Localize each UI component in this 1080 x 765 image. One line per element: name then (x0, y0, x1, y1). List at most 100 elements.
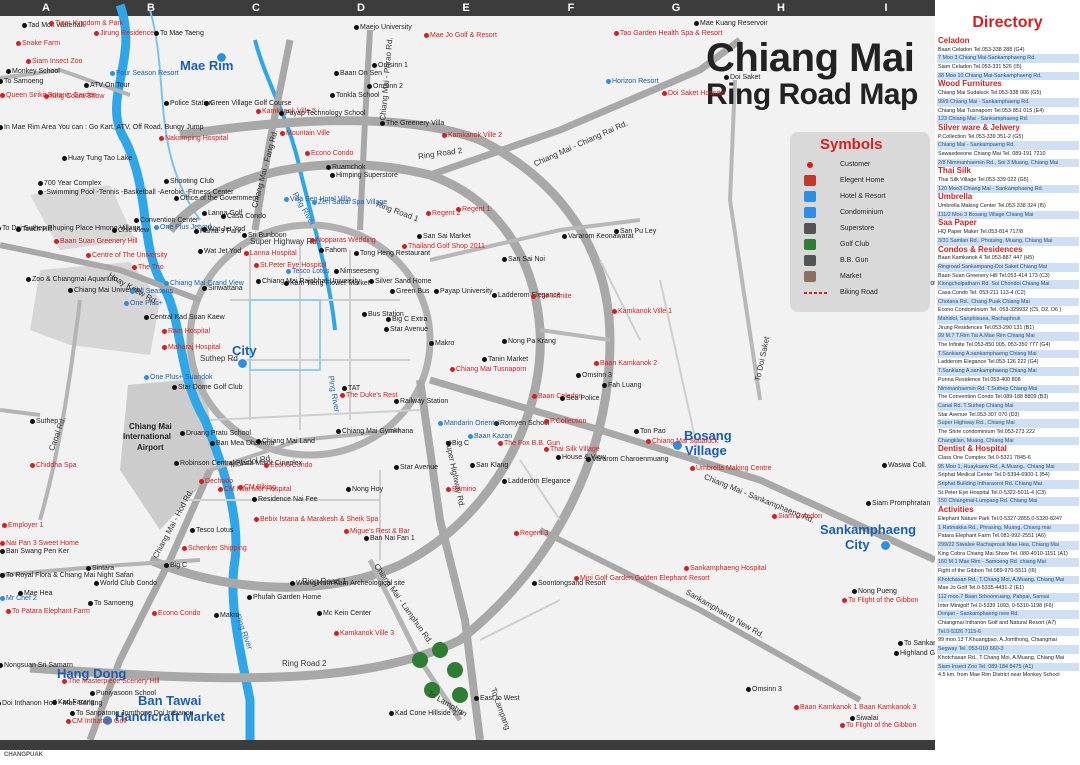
directory-entry[interactable]: 112 moo.7 Baan Srboonruang, Pahpai, Sans… (937, 593, 1079, 602)
ban-tawai-marker[interactable] (102, 715, 113, 726)
place-marker-icon[interactable] (456, 207, 461, 212)
place-label[interactable]: To Flight of the Gibbon (848, 597, 919, 604)
place-label[interactable]: Chiang Mai Grand View (170, 280, 244, 287)
directory-entry[interactable]: 99/9 Chiang Mai - Sankamphaeng Rd. (937, 97, 1079, 107)
place-label[interactable]: Himping Superstore (336, 172, 398, 179)
place-marker-icon[interactable] (330, 93, 335, 98)
place-marker-icon[interactable] (254, 517, 259, 522)
place-label[interactable]: Mae Kuang Reservoir (700, 20, 768, 27)
directory-entry[interactable]: Sawasdeeone Chiang Mai Tel. 089-191 7210 (938, 150, 1046, 157)
place-marker-icon[interactable] (110, 71, 115, 76)
place-label[interactable]: In Mae Rim Area You can : Go Kart, ATV, … (4, 124, 204, 131)
place-marker-icon[interactable] (214, 613, 219, 618)
place-label[interactable]: Chiang Mai Rajabhat University (262, 278, 361, 285)
directory-entry[interactable]: Chiang Mai Tusnaporn Tel.053-851 015 (E4… (938, 107, 1044, 114)
place-label[interactable]: To Sanpatong Jomthong Doi Inthanon (76, 710, 194, 717)
place-label[interactable]: Villa Sen Hotel Villa (290, 196, 351, 203)
place-label[interactable]: Wat Jet Yod (208, 226, 246, 233)
place-label[interactable]: Regent 1 (462, 206, 491, 213)
directory-entry[interactable]: Khotchasan Rd., T.Chang Moi, A.Muang, Ch… (937, 575, 1079, 585)
place-marker-icon[interactable] (562, 234, 567, 239)
place-label[interactable]: The Infinite (537, 293, 572, 300)
place-label[interactable]: Shooting Club (170, 178, 214, 185)
place-label[interactable]: Sankamphaeng Hospital (690, 565, 767, 572)
place-marker-icon[interactable] (424, 33, 429, 38)
place-label[interactable]: Fah Luang (608, 382, 642, 389)
mae-rim-marker[interactable] (216, 52, 227, 63)
place-marker-icon[interactable] (88, 601, 93, 606)
place-marker-icon[interactable] (286, 269, 291, 274)
place-label[interactable]: Bebix Istana & Marakesh & Sheik Spa (260, 516, 379, 523)
directory-entry[interactable]: Siam Celadon Tel.053-331 526 (I5) (938, 64, 1022, 71)
directory-entry[interactable]: Baan Celadon Tel.053-338 288 (G4) (938, 46, 1025, 53)
place-label[interactable]: One Plus Jetyod (160, 224, 212, 231)
place-marker-icon[interactable] (154, 225, 159, 230)
place-marker-icon[interactable] (16, 41, 21, 46)
place-marker-icon[interactable] (172, 385, 177, 390)
place-marker-icon[interactable] (6, 69, 11, 74)
directory-entry[interactable]: The Infinite Tel.053-850 005, 053-350 77… (938, 342, 1051, 349)
place-marker-icon[interactable] (202, 211, 207, 216)
place-marker-icon[interactable] (362, 312, 367, 317)
place-marker-icon[interactable] (602, 383, 607, 388)
place-label[interactable]: The Trio (138, 264, 164, 271)
place-marker-icon[interactable] (164, 563, 169, 568)
place-marker-icon[interactable] (0, 79, 3, 84)
place-label[interactable]: Four Season Resort (116, 70, 179, 77)
directory-entry[interactable]: Tel.0-5326 7115-6 (937, 627, 1079, 637)
place-label[interactable]: Vararom Keonawarat (568, 233, 634, 240)
place-marker-icon[interactable] (198, 249, 203, 254)
place-marker-icon[interactable] (450, 367, 455, 372)
place-label[interactable]: Baan Suan Greenery Hill (60, 238, 138, 245)
place-marker-icon[interactable] (340, 393, 345, 398)
place-label[interactable]: Econo Condo (270, 462, 313, 469)
place-label[interactable]: Tiger Kingdom & Park (55, 20, 124, 27)
place-marker-icon[interactable] (182, 546, 187, 551)
place-label[interactable]: Kamkanok Ville 2 (448, 132, 502, 139)
place-label[interactable]: Ram Hospital (168, 328, 211, 335)
place-marker-icon[interactable] (174, 461, 179, 466)
place-label[interactable]: East to West (480, 695, 520, 702)
place-marker-icon[interactable] (256, 279, 261, 284)
place-marker-icon[interactable] (38, 181, 43, 186)
directory-entry[interactable]: 1 Ratmakka Rd., Phrasing, Muang, Chiang … (937, 523, 1079, 533)
place-marker-icon[interactable] (532, 581, 537, 586)
directory-entry[interactable]: Ladderom Elegance Tel.053-126 222 (G4) (938, 359, 1039, 366)
place-label[interactable]: Sri Bunboon (248, 232, 287, 239)
directory-entry[interactable]: Chiangmai Inthanon Golf and Natural Reso… (938, 620, 1057, 627)
place-marker-icon[interactable] (502, 257, 507, 262)
place-marker-icon[interactable] (30, 419, 35, 424)
place-marker-icon[interactable] (0, 93, 5, 98)
place-marker-icon[interactable] (594, 361, 599, 366)
directory-entry[interactable]: Class One Complex Tel.0-5321 7845-6 (938, 455, 1031, 461)
city-marker[interactable] (237, 358, 248, 369)
place-label[interactable]: To Flight of the Gibbon (846, 722, 917, 729)
place-label[interactable]: Baan Kamkanok 1 Baan Kamkanok 3 (800, 704, 917, 711)
place-label[interactable]: Bus Station (368, 311, 404, 318)
directory-entry[interactable]: T.Sankiang A.sankamphaeng Chiang Mai (937, 367, 1079, 376)
place-label[interactable]: Kamkanok Ville 5 (262, 108, 316, 115)
place-label[interactable]: Mr Chef 2 (6, 595, 37, 602)
place-marker-icon[interactable] (254, 263, 259, 268)
place-label[interactable]: Rama 9 Park (200, 228, 241, 235)
place-marker-icon[interactable] (502, 339, 507, 344)
place-label[interactable]: Doi Saket (730, 74, 761, 81)
place-label[interactable]: Tao Garden Health Spa & Resort (620, 30, 723, 37)
place-label[interactable]: Centre of The University (92, 252, 168, 259)
place-label[interactable]: Mae Hea (24, 590, 53, 597)
place-label[interactable]: Thailand Golf Shop 2011 (408, 243, 485, 250)
place-marker-icon[interactable] (438, 421, 443, 426)
place-marker-icon[interactable] (342, 386, 347, 391)
place-marker-icon[interactable] (162, 345, 167, 350)
place-marker-icon[interactable] (144, 315, 149, 320)
place-label[interactable]: Payap Technology School (285, 110, 366, 117)
place-marker-icon[interactable] (417, 234, 422, 239)
place-label[interactable]: Star Dome Golf Club (178, 384, 243, 391)
place-marker-icon[interactable] (389, 711, 394, 716)
place-marker-icon[interactable] (26, 59, 31, 64)
directory-entry[interactable]: Ringroad Sankampang-Doi Saket Chiang Mai (937, 262, 1079, 272)
place-marker-icon[interactable] (130, 289, 135, 294)
place-label[interactable]: Nimseeseng (340, 268, 379, 275)
place-label[interactable]: Ban Swang Pen Ker (6, 548, 70, 555)
